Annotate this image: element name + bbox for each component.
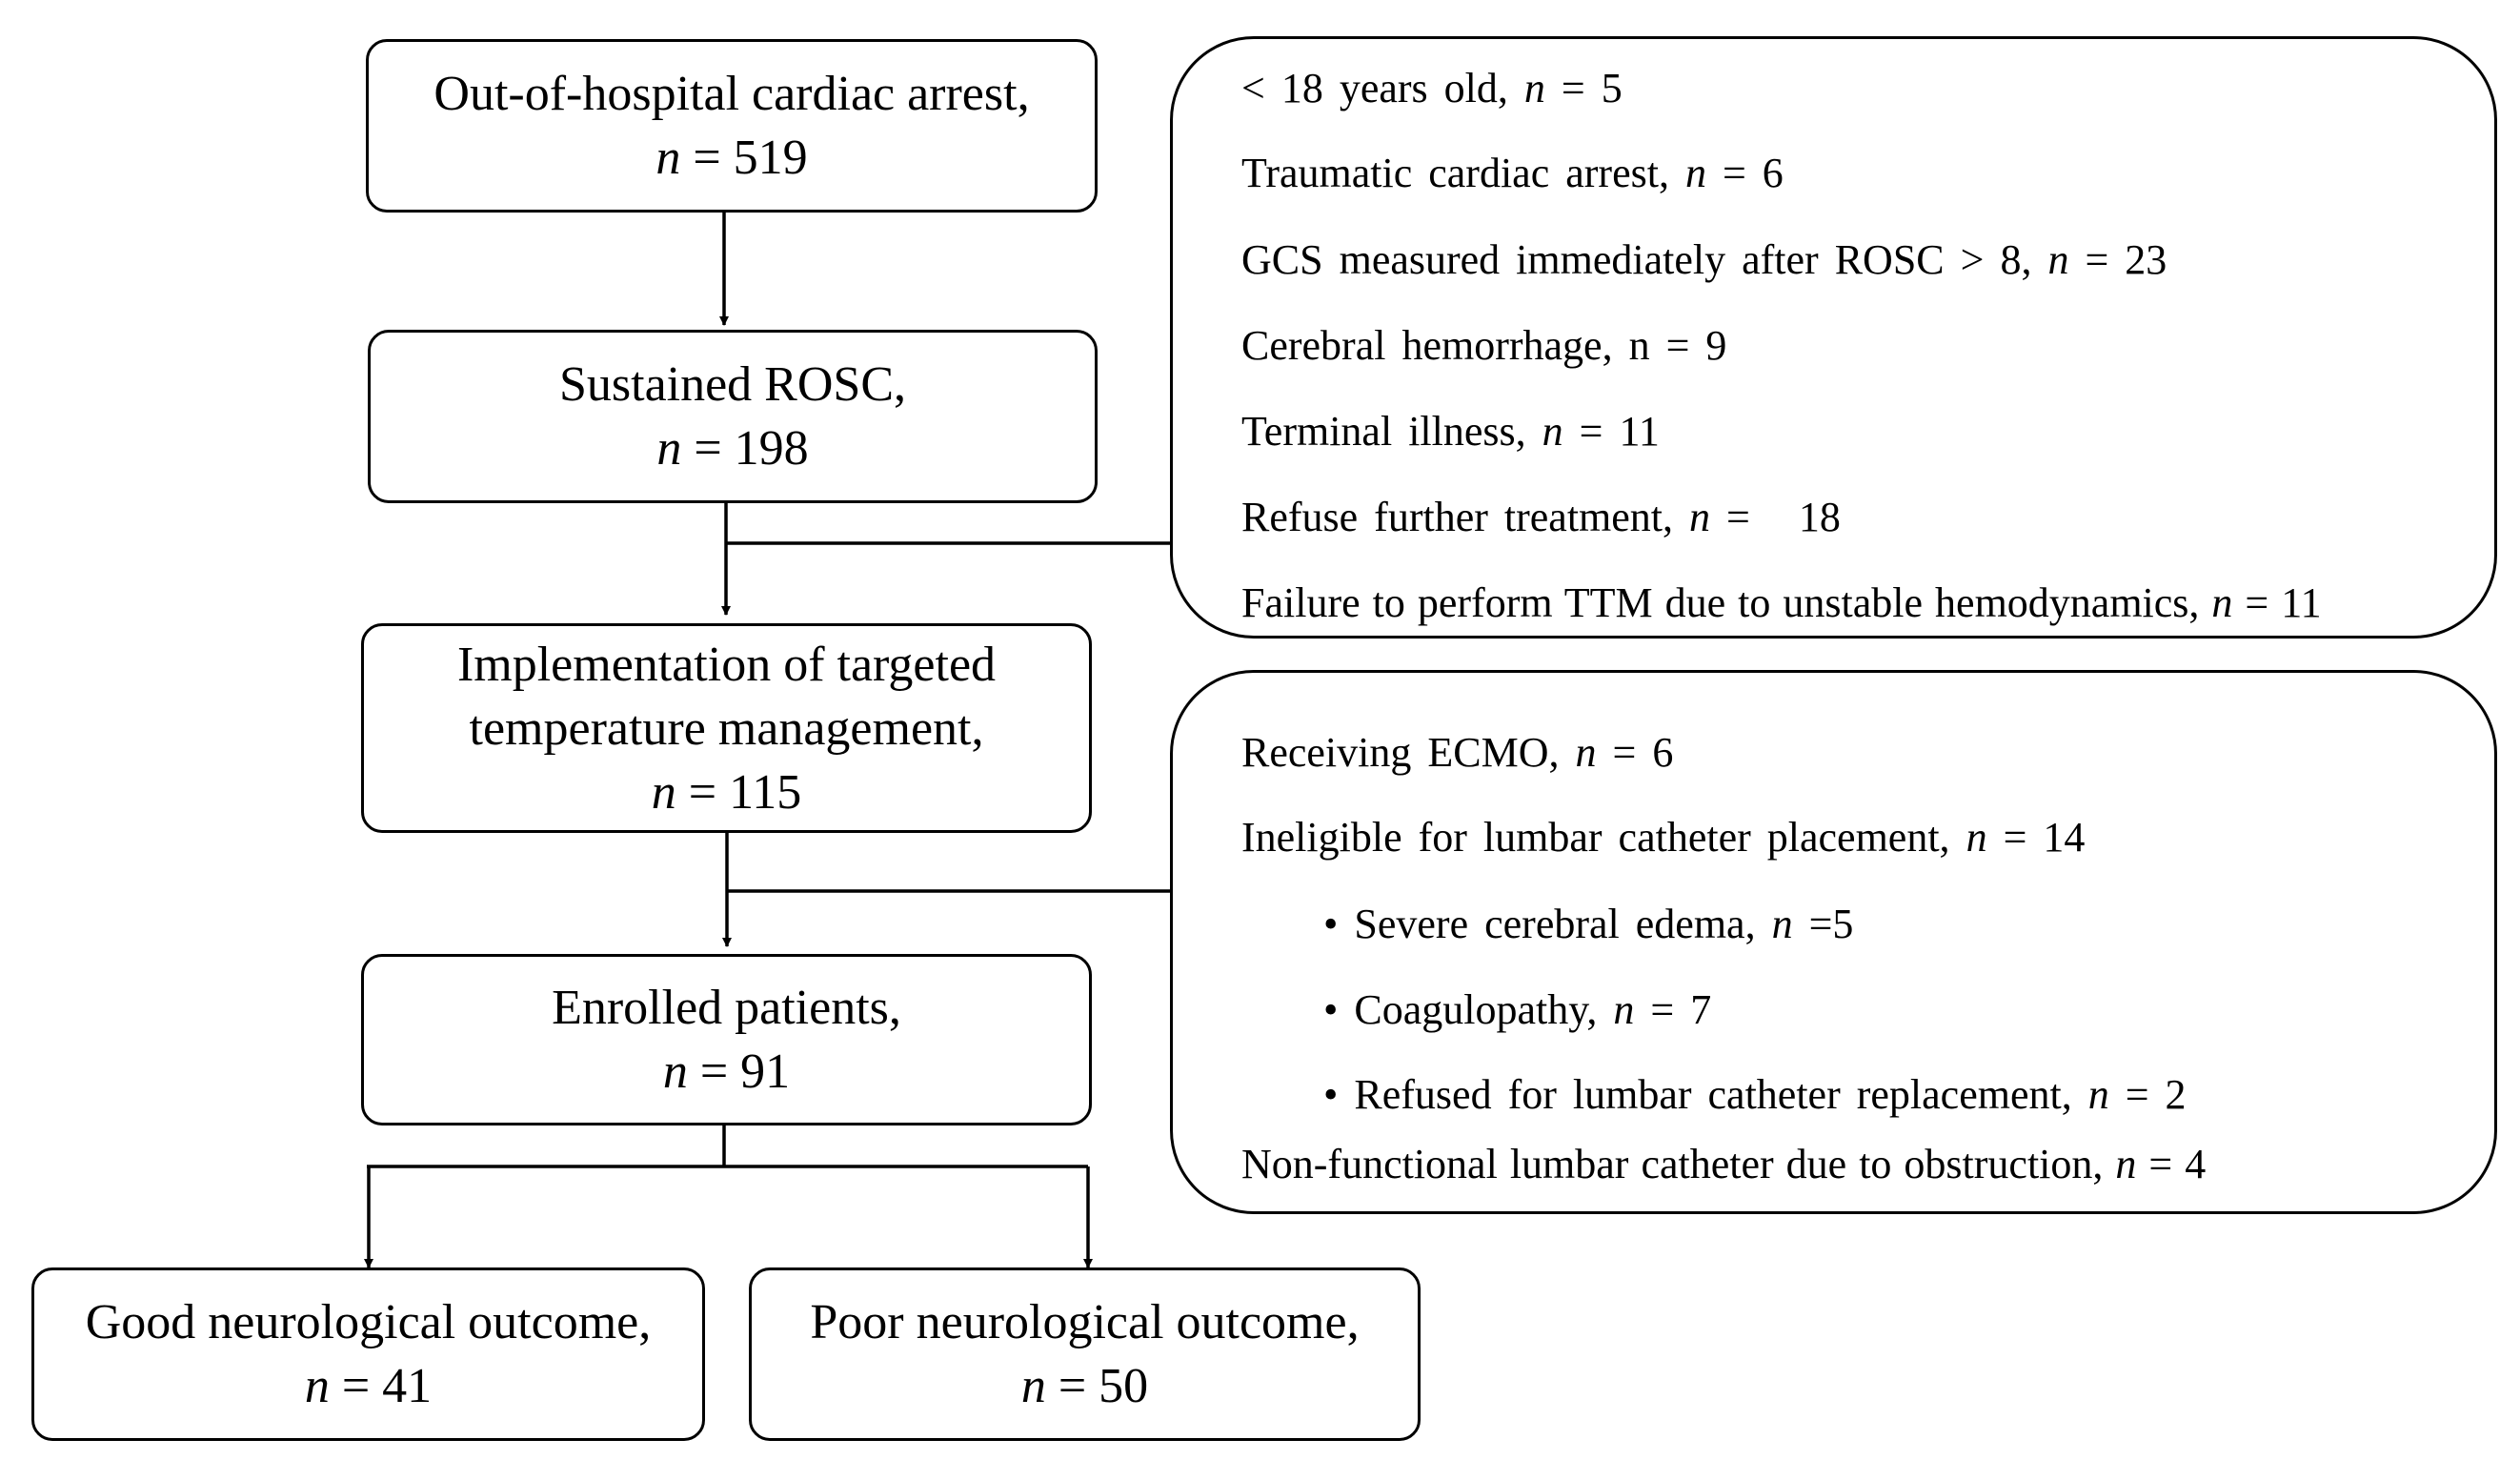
exclusion-text: < 18 years old, xyxy=(1241,65,1524,112)
n-symbol: n xyxy=(1684,150,1706,196)
n-symbol: n xyxy=(2115,1141,2137,1187)
node-good-neurological-outcome: Good neurological outcome, n = 41 xyxy=(31,1267,705,1441)
node-count: n = 41 xyxy=(305,1354,432,1418)
n-value: = 11 xyxy=(1562,408,1660,455)
exclusion-text: GCS measured immediately after ROSC > 8, xyxy=(1241,236,2048,283)
n-value: = 198 xyxy=(694,421,809,476)
exclusion-item: GCS measured immediately after ROSC > 8,… xyxy=(1241,233,2167,288)
node-count: n = 91 xyxy=(663,1040,790,1104)
exclusion-item: Failure to perform TTM due to unstable h… xyxy=(1241,576,2322,631)
node-label-line1: Implementation of targeted xyxy=(456,637,997,692)
node-label: Good neurological outcome, xyxy=(85,1295,652,1349)
exclusion-item: Terminal illness, n = 11 xyxy=(1241,404,1660,459)
exclusion-subitem: • Severe cerebral edema, n =5 xyxy=(1323,897,1853,952)
exclusion-text: Failure to perform TTM due to unstable h… xyxy=(1241,579,2212,626)
node-targeted-temperature-management: Implementation of targeted temperature m… xyxy=(361,623,1092,833)
node-label: Out-of-hospital cardiac arrest, xyxy=(433,67,1030,121)
node-count: n = 50 xyxy=(1021,1354,1148,1418)
exclusion-text: Terminal illness, xyxy=(1241,408,1542,455)
n-value: = 519 xyxy=(693,131,808,185)
node-sustained-rosc: Sustained ROSC, n = 198 xyxy=(368,330,1098,503)
node-label: Sustained ROSC, xyxy=(558,357,907,412)
n-value: = 6 xyxy=(1705,150,1784,196)
exclusion-text: Ineligible for lumbar catheter placement… xyxy=(1241,814,1966,861)
n-value: = 4 xyxy=(2136,1141,2207,1187)
exclusion-item: Traumatic cardiac arrest, n = 6 xyxy=(1241,146,1784,201)
n-symbol: n xyxy=(656,421,682,476)
exclusion-text: Non-functional lumbar catheter due to ob… xyxy=(1241,1141,2116,1187)
node-label: Poor neurological outcome, xyxy=(810,1295,1360,1349)
n-value: = 50 xyxy=(1058,1359,1149,1413)
n-value: = 5 xyxy=(1544,65,1623,112)
exclusion-text: Traumatic cardiac arrest, xyxy=(1241,150,1685,196)
n-symbol: n xyxy=(655,131,681,185)
n-value: =5 xyxy=(1792,901,1854,947)
exclusion-subitem: • Coagulopathy, n = 7 xyxy=(1323,983,1711,1038)
exclusion-item: Ineligible for lumbar catheter placement… xyxy=(1241,810,2085,865)
exclusion-item: Refuse further treatment, n = 18 xyxy=(1241,490,1841,545)
exclusion-text: • Coagulopathy, xyxy=(1323,986,1614,1033)
n-symbol: n xyxy=(1575,729,1597,776)
n-symbol: n xyxy=(2087,1071,2109,1118)
node-count: n = 519 xyxy=(655,126,807,190)
n-value: = 91 xyxy=(699,1044,791,1099)
n-symbol: n xyxy=(1542,408,1563,455)
n-symbol: n xyxy=(2047,236,2069,283)
exclusion-item: < 18 years old, n = 5 xyxy=(1241,61,1623,116)
node-enrolled-patients: Enrolled patients, n = 91 xyxy=(361,954,1092,1125)
node-out-of-hospital-cardiac-arrest: Out-of-hospital cardiac arrest, n = 519 xyxy=(366,39,1098,213)
n-value: = 41 xyxy=(341,1359,433,1413)
exclusion-box-1: < 18 years old, n = 5 Traumatic cardiac … xyxy=(1170,36,2497,639)
exclusion-subitem: • Refused for lumbar catheter replacemen… xyxy=(1323,1067,2187,1123)
n-value: n = 9 xyxy=(1628,322,1727,369)
n-value: = 7 xyxy=(1634,986,1712,1033)
n-symbol: n xyxy=(651,764,676,820)
node-count: n = 115 xyxy=(652,760,801,824)
n-symbol: n xyxy=(1689,494,1711,540)
node-label-line2: temperature management, xyxy=(469,700,984,756)
exclusion-text: Refuse further treatment, xyxy=(1241,494,1690,540)
node-label: Enrolled patients, xyxy=(552,981,901,1035)
exclusion-item: Cerebral hemorrhage, n = 9 xyxy=(1241,318,1726,374)
n-symbol: n xyxy=(1966,814,1987,861)
n-value: = 18 xyxy=(1710,494,1841,540)
n-symbol: n xyxy=(662,1044,688,1099)
node-poor-neurological-outcome: Poor neurological outcome, n = 50 xyxy=(749,1267,1421,1441)
n-symbol: n xyxy=(2211,579,2233,626)
exclusion-text: Cerebral hemorrhage, xyxy=(1241,322,1629,369)
exclusion-item: Non-functional lumbar catheter due to ob… xyxy=(1241,1137,2206,1192)
n-symbol: n xyxy=(1523,65,1545,112)
exclusion-text: Receiving ECMO, xyxy=(1241,729,1576,776)
n-value: = 115 xyxy=(688,764,802,820)
n-symbol: n xyxy=(1613,986,1635,1033)
n-value: = 2 xyxy=(2108,1071,2187,1118)
exclusion-text: • Refused for lumbar catheter replacemen… xyxy=(1323,1071,2088,1118)
n-symbol: n xyxy=(304,1359,330,1413)
n-value: = 23 xyxy=(2068,236,2167,283)
n-value: = 14 xyxy=(1986,814,2086,861)
exclusion-box-2: Receiving ECMO, n = 6 Ineligible for lum… xyxy=(1170,670,2497,1214)
n-value: = 6 xyxy=(1596,729,1674,776)
n-symbol: n xyxy=(1771,901,1793,947)
n-symbol: n xyxy=(1020,1359,1046,1413)
n-value: = 11 xyxy=(2232,579,2322,626)
node-count: n = 198 xyxy=(656,416,808,480)
exclusion-text: • Severe cerebral edema, xyxy=(1323,901,1772,947)
exclusion-item: Receiving ECMO, n = 6 xyxy=(1241,725,1673,781)
